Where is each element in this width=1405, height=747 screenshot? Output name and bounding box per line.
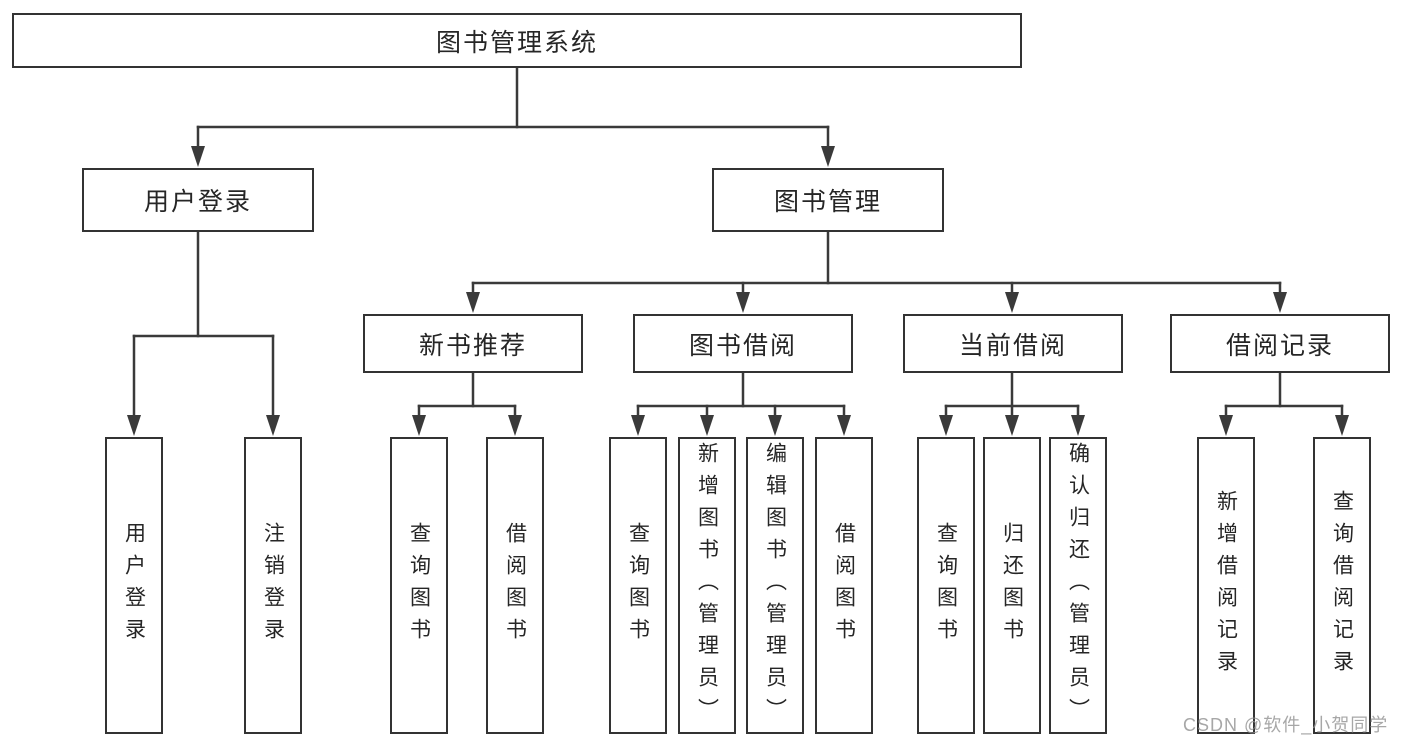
node-book-management: 图书管理 <box>712 168 944 232</box>
leaf-logout: 注销登录 <box>244 437 302 734</box>
connector-current-borrowing-children <box>939 371 1085 436</box>
csdn-watermark: CSDN @软件_小贺同学 <box>1183 715 1389 735</box>
leaf-label: 新增借阅记录 <box>1214 489 1238 682</box>
arrowhead <box>412 415 426 436</box>
arrowhead <box>1005 415 1019 436</box>
leaf-label: 借阅图书 <box>503 521 527 650</box>
node-borrowing-records: 借阅记录 <box>1170 314 1390 373</box>
arrowhead <box>768 415 782 436</box>
connector-borrowing-records-children <box>1219 371 1349 436</box>
arrowhead <box>821 146 835 167</box>
leaf-label: 查询图书 <box>934 521 958 650</box>
arrowhead <box>466 292 480 313</box>
leaf-label: 注销登录 <box>261 521 285 650</box>
leaf-label: 借阅图书 <box>832 521 856 650</box>
leaf-query-borrow-record: 查询借阅记录 <box>1313 437 1371 734</box>
node-root-book-management-system: 图书管理系统 <box>12 13 1022 68</box>
connector-new-book-recommend-children <box>412 371 522 436</box>
leaf-query-books-borrowing: 查询图书 <box>609 437 667 734</box>
leaf-label: 用户登录 <box>122 521 146 650</box>
arrowhead <box>127 415 141 436</box>
leaf-label: 新增图书（管理员） <box>695 441 719 730</box>
leaf-label: 查询借阅记录 <box>1330 489 1354 682</box>
arrowhead <box>700 415 714 436</box>
arrowhead <box>1273 292 1287 313</box>
connector-user-login-children <box>127 230 280 436</box>
leaf-label: 归还图书 <box>1000 521 1024 650</box>
node-user-login: 用户登录 <box>82 168 314 232</box>
node-label: 借阅记录 <box>1225 331 1334 360</box>
node-label: 新书推荐 <box>418 331 527 360</box>
arrowhead <box>1219 415 1233 436</box>
leaf-add-borrow-record: 新增借阅记录 <box>1197 437 1255 734</box>
node-new-book-recommend: 新书推荐 <box>363 314 583 373</box>
node-label: 图书管理 <box>773 188 882 216</box>
node-label: 当前借阅 <box>958 331 1067 360</box>
node-label: 图书借阅 <box>688 331 797 360</box>
connector-root-to-level2 <box>191 66 835 167</box>
leaf-edit-books-admin: 编辑图书（管理员） <box>746 437 804 734</box>
arrowhead <box>191 146 205 167</box>
node-book-borrowing: 图书借阅 <box>633 314 853 373</box>
connector-book-management-children <box>466 230 1287 313</box>
node-label: 图书管理系统 <box>435 28 598 57</box>
arrowhead <box>1335 415 1349 436</box>
arrowhead <box>736 292 750 313</box>
leaf-add-books-admin: 新增图书（管理员） <box>678 437 736 734</box>
arrowhead <box>939 415 953 436</box>
leaf-label: 编辑图书（管理员） <box>763 441 787 730</box>
leaf-confirm-return-admin: 确认归还（管理员） <box>1049 437 1107 734</box>
leaf-query-books-recommend: 查询图书 <box>390 437 448 734</box>
arrowhead <box>508 415 522 436</box>
leaf-label: 查询图书 <box>407 521 431 650</box>
connector-book-borrowing-children <box>631 371 851 436</box>
node-label: 用户登录 <box>143 188 252 216</box>
leaf-user-login: 用户登录 <box>105 437 163 734</box>
leaf-query-books-current: 查询图书 <box>917 437 975 734</box>
node-current-borrowing: 当前借阅 <box>903 314 1123 373</box>
arrowhead <box>1071 415 1085 436</box>
leaf-return-books: 归还图书 <box>983 437 1041 734</box>
arrowhead <box>837 415 851 436</box>
leaf-borrow-books-borrowing: 借阅图书 <box>815 437 873 734</box>
leaf-label: 确认归还（管理员） <box>1066 441 1090 730</box>
arrowhead <box>266 415 280 436</box>
arrowhead <box>1005 292 1019 313</box>
leaf-label: 查询图书 <box>626 521 650 650</box>
arrowhead <box>631 415 645 436</box>
leaf-borrow-books-recommend: 借阅图书 <box>486 437 544 734</box>
